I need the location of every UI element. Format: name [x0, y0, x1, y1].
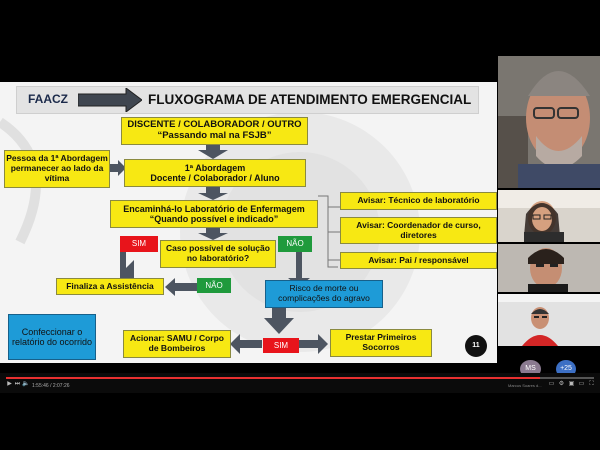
box-confeccionar-relatorio: Confeccionar o relatório do ocorrido [8, 314, 96, 360]
box-discente-line2: “Passando mal na FSJB” [157, 130, 272, 141]
progress-fill [6, 377, 540, 379]
box-risco-morte: Risco de morte ou complicações do agravo [265, 280, 383, 308]
label-sim-2: SIM [263, 338, 299, 353]
page-title: FLUXOGRAMA DE ATENDIMENTO EMERGENCIAL [148, 92, 472, 108]
box-prestar-socorros: Prestar Primeiros Socorros [330, 329, 432, 357]
box-discente: DISCENTE / COLABORADOR / OUTRO “Passando… [121, 117, 308, 145]
title-arrow-icon [78, 88, 142, 112]
play-icon[interactable]: ▶ [7, 381, 12, 387]
captions-icon[interactable]: ▭ [548, 381, 555, 387]
participant-tile-3[interactable] [498, 244, 600, 292]
box-encaminha-line1: Encaminhá-lo Laboratório de Enfermagem [123, 203, 305, 214]
box-avisar-pai: Avisar: Pai / responsável [340, 252, 497, 269]
box-primeira-abordagem: 1ª Abordagem Docente / Colaborador / Alu… [124, 159, 306, 187]
box-discente-line1: DISCENTE / COLABORADOR / OUTRO [127, 119, 302, 131]
theater-icon[interactable]: ▭ [578, 381, 585, 387]
box-abordagem-line2: Docente / Colaborador / Aluno [150, 173, 280, 183]
box-avisar-tecnico: Avisar: Técnico de laboratório [340, 192, 497, 210]
box-caso-possivel: Caso possível de solução no laboratório? [160, 240, 276, 268]
participant-tile-4[interactable] [498, 294, 600, 346]
fullscreen-icon[interactable]: ⛶ [589, 381, 594, 387]
participant-video-1 [498, 56, 600, 188]
participant-video-4 [498, 294, 600, 346]
participant-video-2 [498, 190, 600, 242]
slide-page-number: 11 [465, 335, 487, 357]
video-time: 1:55:46 / 2:07:26 [32, 383, 70, 389]
next-icon[interactable]: ⏭ [14, 381, 21, 387]
box-avisar-coordenador: Avisar: Coordenador de curso, diretores [340, 217, 497, 244]
box-abordagem-line1: 1ª Abordagem [184, 162, 246, 173]
box-finaliza-assistencia: Finaliza a Assistência [56, 278, 164, 295]
box-acionar-samu: Acionar: SAMU / Corpo de Bombeiros [123, 330, 231, 358]
participant-tile-2[interactable] [498, 190, 600, 242]
box-pessoa-abordagem: Pessoa da 1ª Abordagem permanecer ao lad… [4, 150, 110, 188]
participant-tile-1[interactable] [498, 56, 600, 188]
label-sim-1: SIM [120, 236, 158, 252]
volume-icon[interactable]: 🔈 [22, 381, 30, 387]
box-encaminha-line2: “Quando possível e indicado” [149, 214, 279, 224]
presenter-label: Marcus Soares d... [508, 383, 542, 388]
participant-video-3 [498, 244, 600, 292]
label-nao-1: NÃO [278, 236, 312, 252]
settings-icon[interactable]: ⚙ [558, 381, 565, 387]
miniplayer-icon[interactable]: ▣ [568, 381, 575, 387]
faacz-logo-text: FAACZ [28, 92, 68, 107]
shared-slide: FAACZ FLUXOGRAMA DE ATENDIMENTO EMERGENC… [0, 82, 497, 363]
box-encaminha-laboratorio: Encaminhá-lo Laboratório de Enfermagem “… [110, 200, 318, 228]
label-nao-2: NÃO [197, 278, 231, 293]
